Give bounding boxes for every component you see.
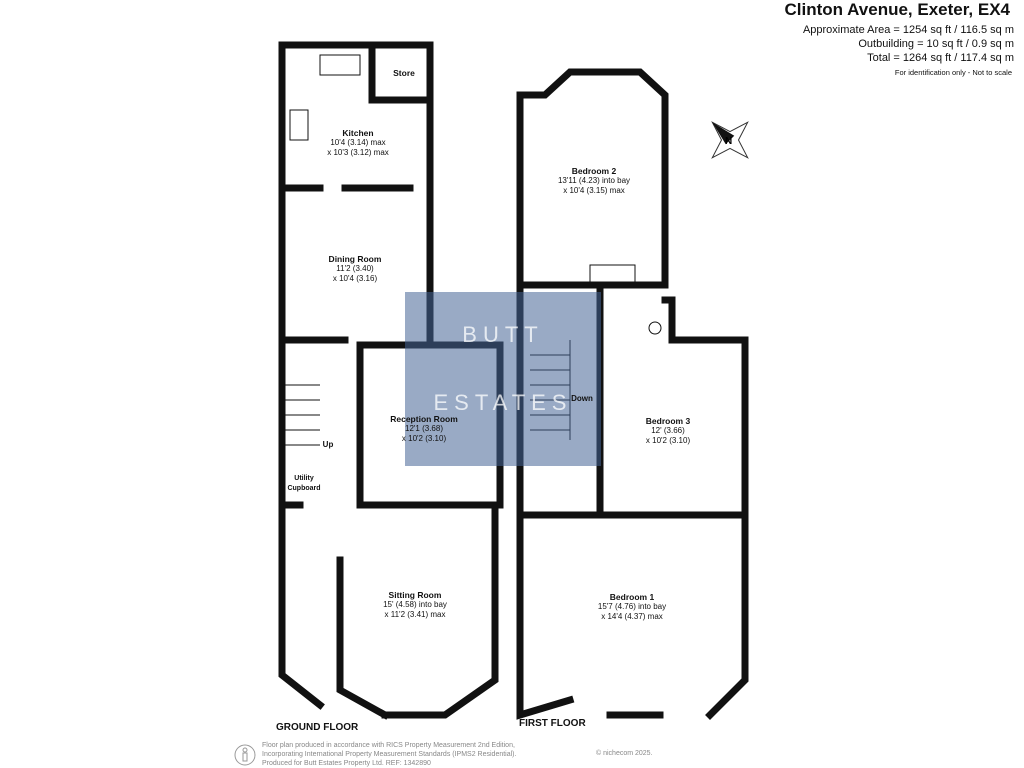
room-name: Dining Room xyxy=(328,254,382,264)
room-dim: 13'11 (4.23) into bay xyxy=(557,176,631,185)
room-dim: 12'1 (3.68) xyxy=(405,424,443,433)
room-dim: x 10'3 (3.12) max xyxy=(327,148,389,157)
stairs-ground xyxy=(285,384,320,446)
sink-icon xyxy=(319,54,361,76)
room-name: Store xyxy=(393,68,415,78)
scale-note: For identification only - Not to scale xyxy=(894,68,1012,77)
room-dim: x 14'4 (4.37) max xyxy=(601,612,663,621)
watermark-line1: BUTT xyxy=(462,322,544,347)
room-utility: Utility Cupboard xyxy=(287,475,321,492)
room-dim: 12' (3.66) xyxy=(651,426,685,435)
room-name: Bedroom 1 xyxy=(609,592,655,602)
toilet-icon xyxy=(648,321,662,335)
copyright: © nichecom 2025. xyxy=(596,750,653,757)
room-store: Store xyxy=(393,68,415,78)
room-dim: x 11'2 (3.41) max xyxy=(384,610,446,619)
ground-floor-label: GROUND FLOOR xyxy=(276,722,359,733)
room-dim: x 10'2 (3.10) xyxy=(645,436,691,445)
property-title: Clinton Avenue, Exeter, EX4 xyxy=(784,0,1010,19)
person-icon xyxy=(234,744,256,766)
room-dim: 15' (4.58) into bay xyxy=(383,600,447,609)
room-dim: 11'2 (3.40) xyxy=(336,264,374,273)
watermark: BUTT ESTATES xyxy=(405,292,601,466)
first-floor-label: FIRST FLOOR xyxy=(519,718,586,729)
room-dim: 10'4 (3.14) max xyxy=(330,138,386,147)
room-name: Bedroom 2 xyxy=(571,166,617,176)
compass xyxy=(711,121,749,159)
approximate-area: Approximate Area = 1254 sq ft / 116.5 sq… xyxy=(802,24,1014,36)
room-name: Kitchen xyxy=(342,128,374,138)
bath-icon xyxy=(589,264,636,288)
total-area: Total = 1264 sq ft / 117.4 sq m xyxy=(867,52,1014,64)
room-dim: 15'7 (4.76) into bay xyxy=(597,602,667,611)
room-dim: x 10'4 (3.15) max xyxy=(563,186,625,195)
room-dim: x 10'4 (3.16) xyxy=(332,274,378,283)
stairs-up-label: Up xyxy=(322,440,334,449)
room-name: Bedroom 3 xyxy=(645,416,691,426)
footer-line: Incorporating International Property Mea… xyxy=(262,751,517,758)
footer-text: Floor plan produced in accordance with R… xyxy=(262,741,516,768)
outbuilding-area: Outbuilding = 10 sq ft / 0.9 sq m xyxy=(858,38,1014,50)
hob-icon xyxy=(289,109,309,141)
room-name: Reception Room xyxy=(390,414,458,424)
footer-line: Produced for Butt Estates Property Ltd. … xyxy=(262,760,431,767)
footer-line: Floor plan produced in accordance with R… xyxy=(262,742,515,749)
room-dim: x 10'2 (3.10) xyxy=(401,434,447,443)
stairs-down-label: Down xyxy=(571,394,593,403)
compass-label: N xyxy=(725,136,732,147)
room-name: Sitting Room xyxy=(388,590,442,600)
watermark-line2: ESTATES xyxy=(433,390,573,415)
